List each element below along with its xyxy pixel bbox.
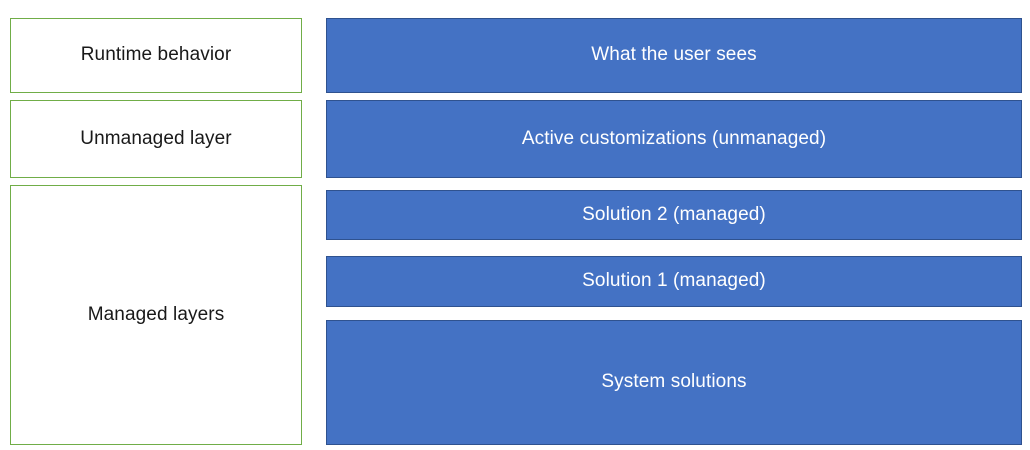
label-text-managed-layers: Managed layers (87, 303, 225, 325)
layer-box-active-customizations: Active customizations (unmanaged) (326, 100, 1022, 178)
label-text-runtime-behavior: Runtime behavior (80, 44, 232, 66)
layer-box-solution-1: Solution 1 (managed) (326, 256, 1022, 307)
label-box-unmanaged-layer: Unmanaged layer (10, 100, 302, 178)
layer-text-solution-1: Solution 1 (managed) (582, 270, 766, 292)
layer-text-active-customizations: Active customizations (unmanaged) (521, 127, 827, 149)
layer-box-system-solutions: System solutions (326, 320, 1022, 445)
layer-text-solution-2: Solution 2 (managed) (582, 203, 766, 225)
layer-text-system-solutions: System solutions (601, 371, 747, 393)
label-box-runtime-behavior: Runtime behavior (10, 18, 302, 93)
layer-box-what-user-sees: What the user sees (326, 18, 1022, 93)
label-text-unmanaged-layer: Unmanaged layer (80, 127, 232, 149)
layer-text-what-user-sees: What the user sees (591, 44, 757, 66)
layer-box-solution-2: Solution 2 (managed) (326, 190, 1022, 240)
label-box-managed-layers: Managed layers (10, 185, 302, 445)
